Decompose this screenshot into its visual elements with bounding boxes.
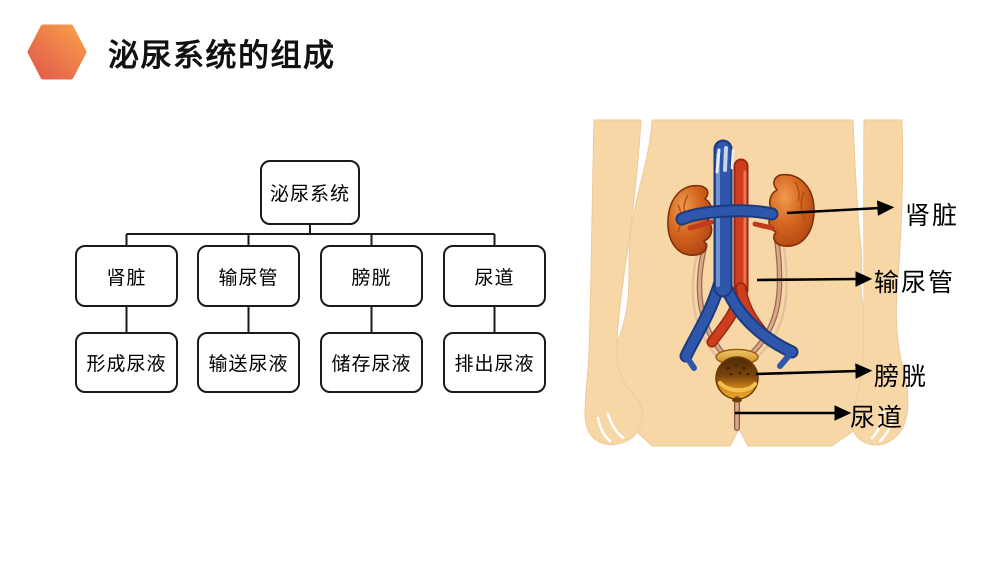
kidney-arrow: [786, 200, 895, 216]
bladder-arrow: [755, 363, 873, 379]
anatomy-label-bladder: 膀胱: [874, 363, 929, 391]
flowchart-organ-box-kidney: 肾脏: [75, 245, 178, 307]
anatomy-label-urethra: 尿道: [850, 404, 905, 432]
ureter-tubes: [691, 239, 788, 360]
flowchart-function-box-bladder: 储存尿液: [320, 332, 423, 393]
anatomy-label-ureter: 输尿管: [874, 269, 956, 297]
anatomy-label-kidney: 肾脏: [905, 202, 960, 230]
page-title: 泌尿系统的组成: [108, 38, 336, 73]
flowchart-organ-box-ureter: 输尿管: [197, 245, 300, 307]
kidney-right: [768, 173, 815, 247]
flowchart-function-box-kidney: 形成尿液: [75, 332, 178, 393]
bladder: [715, 348, 759, 431]
flowchart-function-box-urethra: 排出尿液: [443, 332, 546, 393]
callout-arrows: [735, 200, 895, 421]
flowchart-organ-box-urethra: 尿道: [443, 245, 546, 307]
ureter-arrow: [756, 271, 873, 287]
urinary-system-illustration: [584, 119, 909, 447]
flowchart-function-box-ureter: 输送尿液: [197, 332, 300, 393]
hexagon-icon: [27, 24, 87, 80]
vena-cava: [675, 139, 799, 371]
flowchart-organ-box-bladder: 膀胱: [320, 245, 423, 307]
kidneys: [667, 173, 815, 256]
left-arm: [584, 119, 644, 446]
flowchart-root-box: 泌尿系统: [260, 160, 360, 225]
